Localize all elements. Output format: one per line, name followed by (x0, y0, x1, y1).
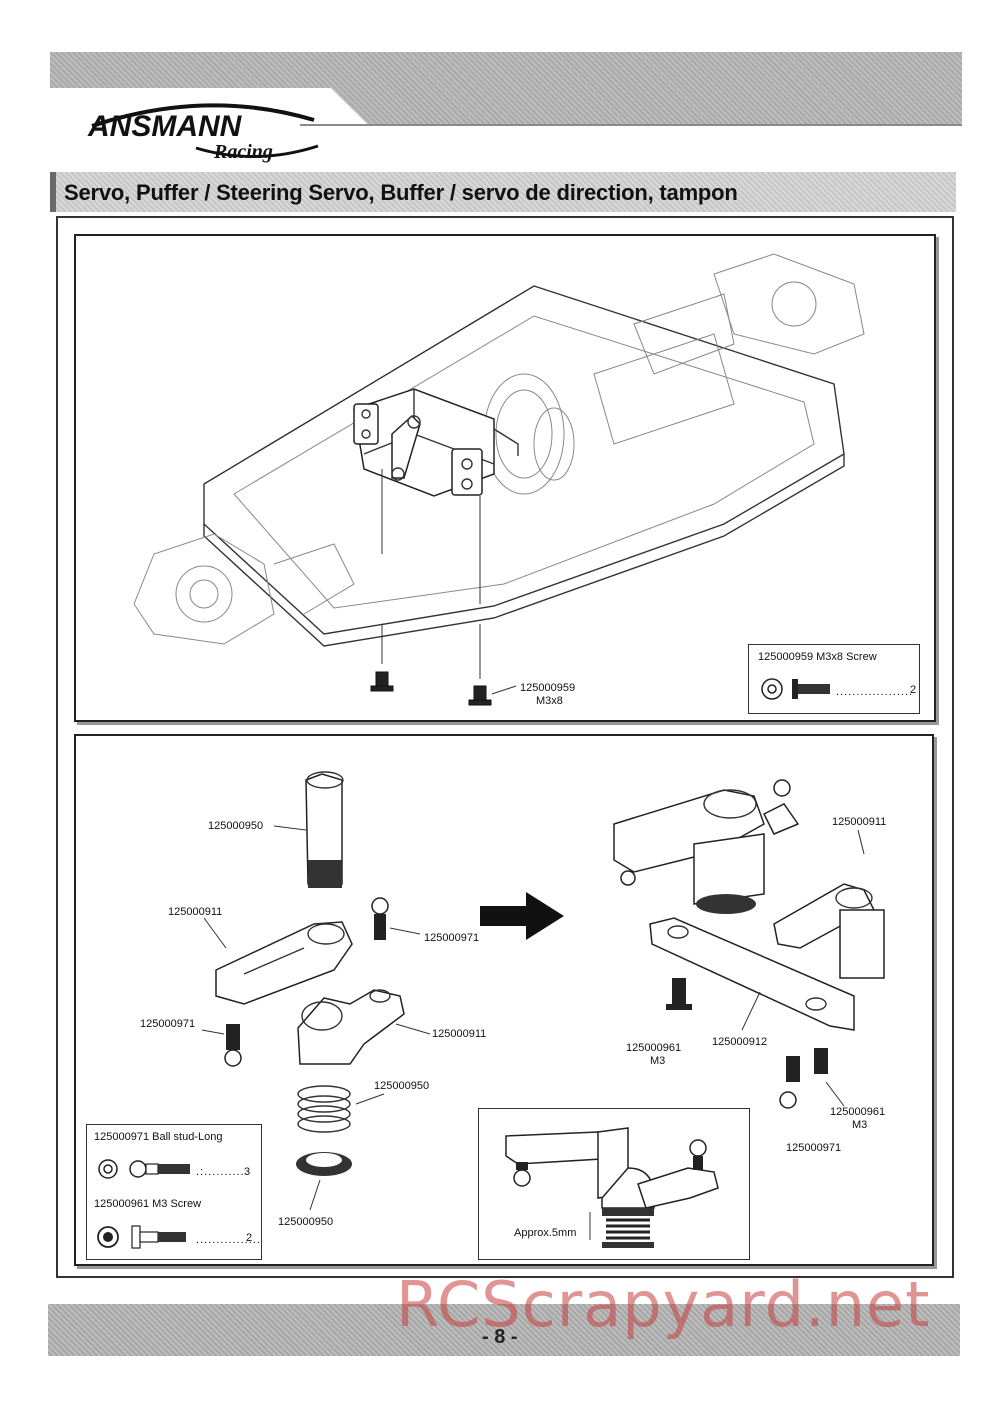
label-ball-stud-right: 125000971 (424, 932, 480, 944)
label-screw-b-code: 125000961 (830, 1106, 886, 1118)
label-ball-stud-bottom: 125000971 (786, 1142, 842, 1154)
chassis-servo-illustration (133, 253, 865, 706)
svg-text:Racing: Racing (213, 141, 273, 163)
parts-item2-leader: ................ (196, 1234, 261, 1246)
parts-item1-leader: .:.......... (196, 1166, 245, 1178)
label-screw-b-size: M3 (852, 1119, 868, 1131)
screw-callout-size: M3x8 (536, 695, 563, 707)
screw-parts-title: 125000959 M3x8 Screw (758, 651, 877, 663)
buffer-exploded-illustration (201, 771, 885, 1211)
screw-parts-box (748, 644, 920, 714)
label-arm-lower: 125000911 (432, 1028, 487, 1040)
parts-item2-title: 125000961 M3 Screw (94, 1198, 202, 1210)
parts-item1-title: 125000971 Ball stud-Long (94, 1131, 223, 1143)
screw-parts-leader: ................... (836, 686, 914, 698)
screw-parts-qty: 2 (910, 684, 917, 696)
screw-and-washer-icon (761, 678, 830, 700)
detail-note: Approx.5mm (514, 1227, 577, 1239)
screw-callout-code: 125000959 (520, 682, 576, 694)
header-divider (300, 124, 962, 126)
servo-mount-panel (74, 234, 936, 722)
page-number: - 8 - (482, 1326, 518, 1348)
label-ball-stud-left: 125000971 (140, 1018, 196, 1030)
page-title: Servo, Puffer / Steering Servo, Buffer /… (64, 180, 738, 205)
label-ring: 125000950 (278, 1216, 334, 1228)
ball-stud-icon (98, 1159, 190, 1179)
parts-item1-qty: 3 (244, 1166, 251, 1178)
title-bar (50, 172, 956, 212)
label-screw-a-size: M3 (650, 1055, 666, 1067)
label-arm-left: 125000911 (168, 906, 223, 918)
label-arm-assembled: 125000911 (832, 816, 887, 828)
label-screw-a-code: 125000961 (626, 1042, 682, 1054)
detail-inset-illustration (505, 1127, 719, 1248)
parts-item2-qty: 2 (246, 1232, 253, 1244)
m3-screw-icon (97, 1225, 186, 1249)
svg-text:ANSMANN: ANSMANN (87, 110, 243, 143)
label-link: 125000912 (712, 1036, 768, 1048)
label-spring: 125000950 (374, 1080, 430, 1092)
watermark: RCScrapyard.net (396, 1268, 931, 1341)
label-post: 125000950 (208, 820, 264, 832)
ansmann-racing-logo: ANSMANN Racing (87, 103, 319, 163)
footer-band (48, 1304, 960, 1356)
